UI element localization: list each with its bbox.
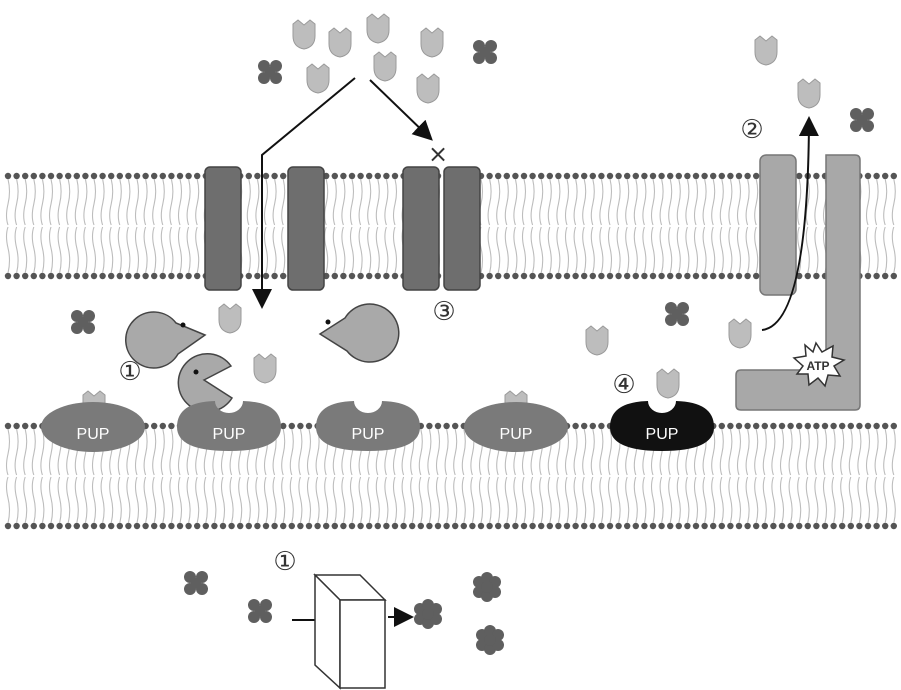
sequestration-box xyxy=(313,573,387,690)
channel-left-b xyxy=(287,166,325,291)
proteases xyxy=(125,303,400,413)
molecule-complex-1 xyxy=(414,599,442,629)
marker-4: ④ xyxy=(612,370,635,400)
marker-2: ② xyxy=(740,115,763,145)
molecule-3 xyxy=(850,108,874,132)
protease-3 xyxy=(318,303,400,363)
peptide-16 xyxy=(656,368,680,399)
molecule-4 xyxy=(71,310,95,334)
pup-receptor-2: PUP xyxy=(177,401,281,451)
peptide-3 xyxy=(366,13,390,44)
marker-1-upper: ① xyxy=(118,357,141,387)
atp-burst xyxy=(792,341,846,388)
peptide-10 xyxy=(218,303,242,334)
atp-label: ATP xyxy=(806,359,829,373)
protease-1 xyxy=(125,311,207,369)
marker-3: ③ xyxy=(432,297,455,327)
blocked-mark: × xyxy=(428,140,448,168)
arrow-to-blocked-channel xyxy=(369,79,433,141)
marker-1-lower: ① xyxy=(273,547,296,577)
molecule-complex-3 xyxy=(476,625,504,655)
step-markers: ① ② ③ ④ ① xyxy=(118,115,763,577)
peptide-1 xyxy=(292,19,316,50)
molecule-1 xyxy=(258,60,282,84)
atp-transporter: ATP xyxy=(735,154,861,411)
peptide-13 xyxy=(728,318,752,349)
transporter-l-subunit xyxy=(735,154,861,411)
channel-blocked-b xyxy=(443,166,481,291)
molecule-5 xyxy=(665,302,689,326)
peptide-12 xyxy=(585,325,609,356)
pup-label: PUP xyxy=(77,426,110,443)
peptide-5 xyxy=(306,63,330,94)
peptide-9 xyxy=(797,78,821,109)
pup-receptor-3: PUP xyxy=(316,401,420,451)
pup-label: PUP xyxy=(352,426,385,443)
peptide-7 xyxy=(416,73,440,104)
pup-receptor-4: PUP xyxy=(464,402,568,452)
pup-label: PUP xyxy=(646,426,679,443)
peptide-8 xyxy=(754,35,778,66)
pup-receptor-5: PUP xyxy=(610,401,714,451)
molecule-6 xyxy=(184,571,208,595)
peptide-2 xyxy=(328,27,352,58)
pup-label: PUP xyxy=(500,426,533,443)
pup-receptors: PUP PUP PUP PUP PUP xyxy=(41,401,714,452)
molecule-2 xyxy=(473,40,497,64)
channel-proteins xyxy=(204,166,481,291)
pup-label: PUP xyxy=(213,426,246,443)
molecule-7 xyxy=(248,599,272,623)
pup-receptor-1: PUP xyxy=(41,402,145,452)
peptide-6 xyxy=(373,51,397,82)
peptide-4 xyxy=(420,27,444,58)
peptide-11 xyxy=(253,353,277,384)
channel-left-a xyxy=(204,166,242,291)
molecule-complex-2 xyxy=(473,572,501,602)
channel-blocked-a xyxy=(402,166,440,291)
arrow-into-channel xyxy=(252,77,356,309)
arrow-efflux xyxy=(761,116,819,331)
transporter-left-subunit xyxy=(759,154,797,296)
